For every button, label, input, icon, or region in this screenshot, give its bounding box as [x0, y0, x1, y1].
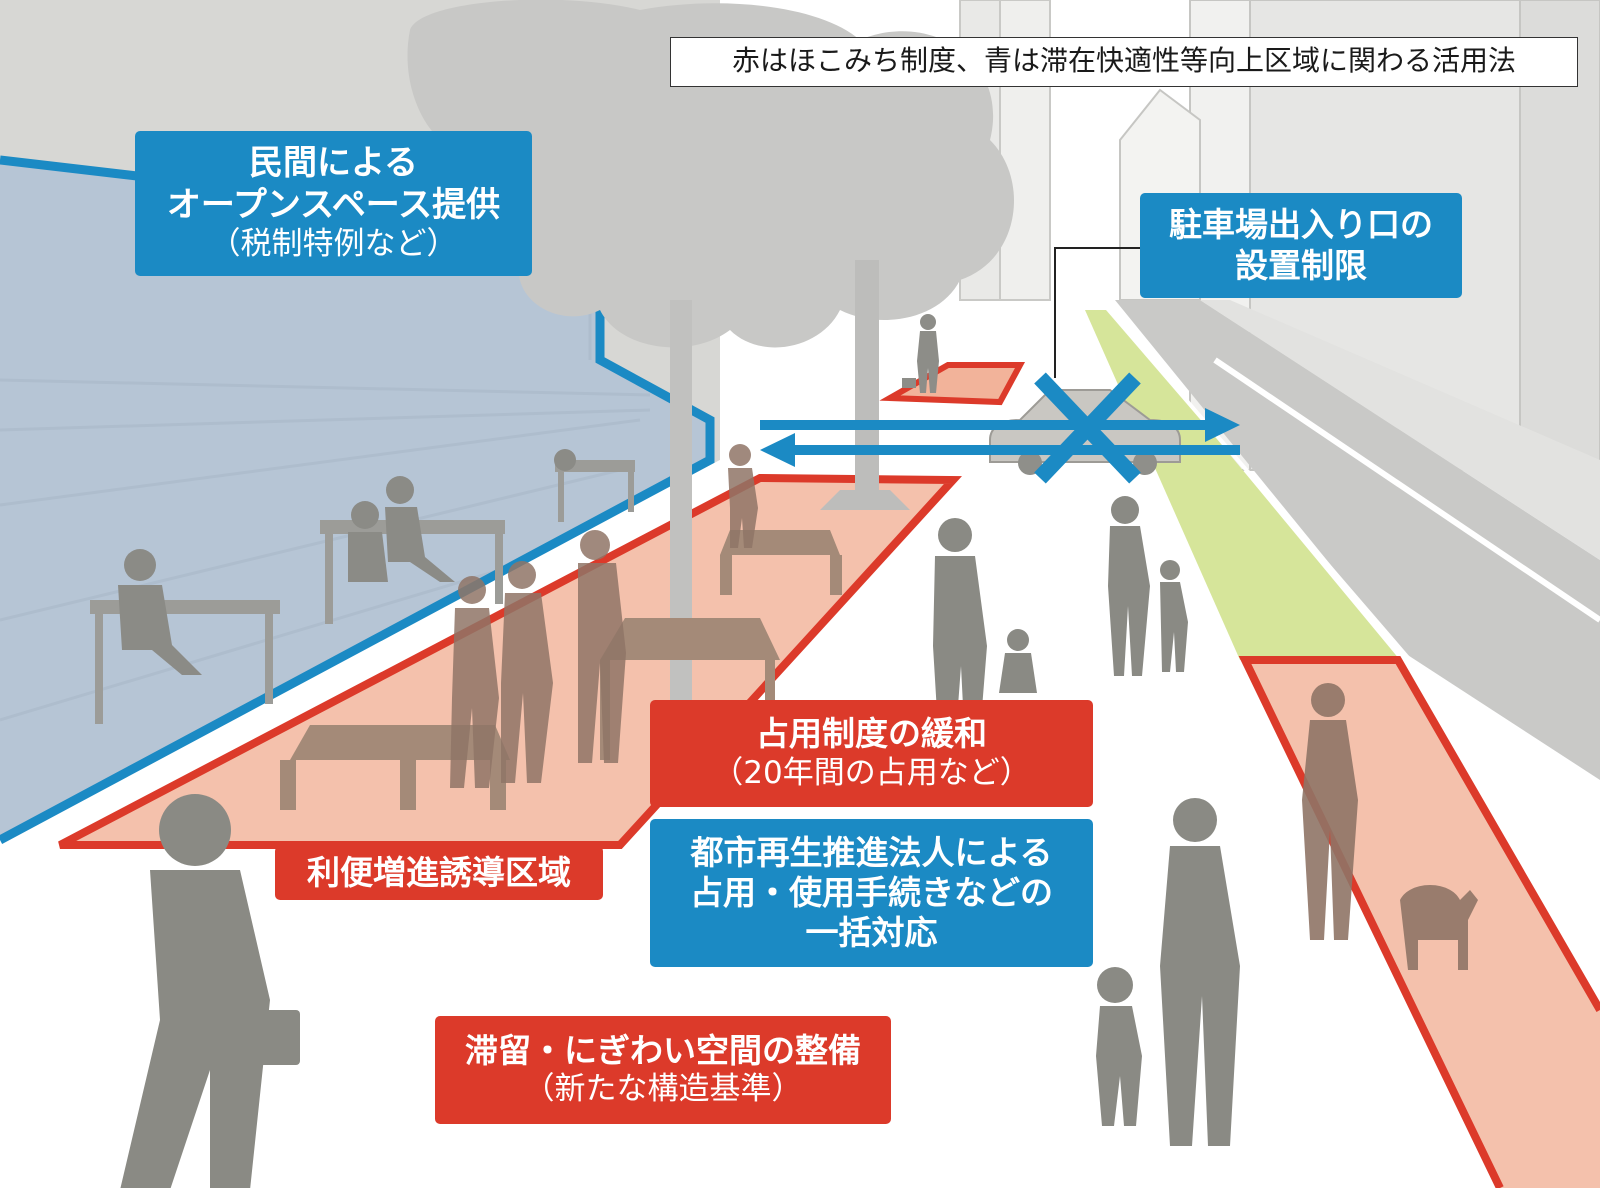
pedestrian-group-left [450, 444, 758, 788]
two-way-arrow-icon [760, 408, 1240, 467]
label-stay-space-improvement: 滞留・にぎわい空間の整備 （新たな構造基準） [435, 1016, 891, 1124]
label-line: 都市再生推進法人による [690, 832, 1053, 872]
parking-leader-line [1054, 247, 1145, 378]
label-line: 利便増進誘導区域 [307, 852, 571, 892]
pedestrian-woman-child [1108, 496, 1188, 676]
pedestrians [120, 314, 1478, 1188]
label-urban-regeneration-corp: 都市再生推進法人による 占用・使用手続きなどの 一括対応 [650, 819, 1093, 967]
pedestrian-businessman [120, 794, 300, 1188]
pedestrian-father-kid [1096, 798, 1240, 1146]
bike-lane [1085, 310, 1400, 660]
label-line: 設置制限 [1235, 245, 1367, 285]
red-zone-right-outline [1238, 656, 1600, 1188]
label-sub: （20年間の占用など） [712, 754, 1031, 791]
pedestrian-adult-center [933, 518, 1037, 746]
legend-note: 赤はほこみち制度、青は滞在快適性等向上区域に関わる活用法 [670, 37, 1578, 87]
label-line: 占用制度の緩和 [756, 714, 987, 754]
label-convenience-zone: 利便増進誘導区域 [275, 846, 603, 900]
pedestrian-far [902, 314, 939, 393]
label-line: 民間による [249, 143, 418, 184]
cross-mark-icon [1034, 372, 1141, 484]
label-line: 駐車場出入り口の [1169, 205, 1433, 245]
label-sub: （税制特例など） [209, 226, 458, 263]
cafe-people [118, 449, 576, 675]
pedestrian-dog-walker [1302, 683, 1478, 970]
label-private-open-space: 民間による オープンスペース提供 （税制特例など） [135, 131, 532, 276]
label-line: 滞留・にぎわい空間の整備 [465, 1030, 861, 1070]
label-line: オープンスペース提供 [166, 184, 501, 225]
road-far-lane [1200, 300, 1600, 560]
curb-line [1098, 298, 1412, 662]
label-line: 占用・使用手続きなどの [690, 872, 1053, 912]
road [1115, 300, 1600, 780]
label-parking-entrance-limit: 駐車場出入り口の 設置制限 [1140, 193, 1462, 298]
label-occupancy-relaxation: 占用制度の緩和 （20年間の占用など） [650, 700, 1093, 807]
label-sub: （新たな構造基準） [523, 1071, 803, 1108]
road-center-line [1213, 357, 1600, 623]
label-line: 一括対応 [805, 913, 938, 953]
